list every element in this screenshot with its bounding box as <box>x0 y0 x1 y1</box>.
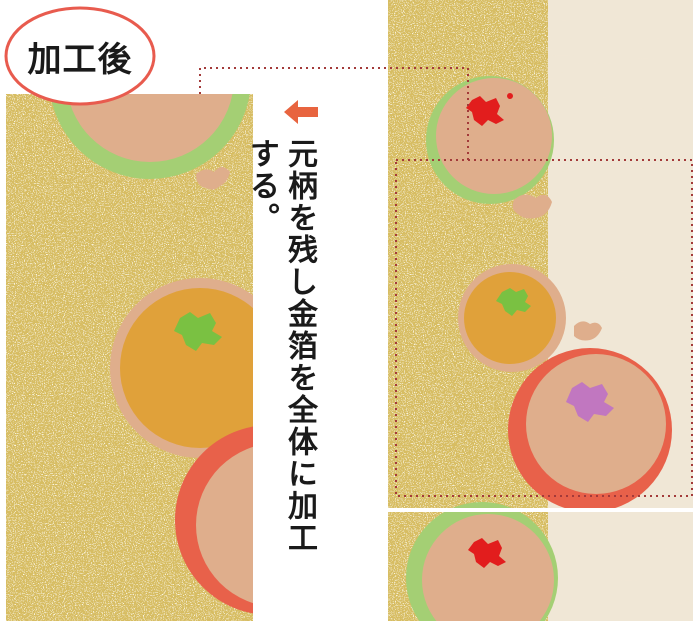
comparison-guides <box>199 67 693 497</box>
caption-line-2: する。 <box>244 138 279 234</box>
before-panel <box>388 0 693 621</box>
left-arrow-icon <box>284 100 318 124</box>
after-panel <box>6 94 253 621</box>
after-badge: 加工後 <box>4 6 156 106</box>
badge-ring <box>4 6 156 106</box>
after-label: 加工後 <box>27 39 133 80</box>
caption-line-1: 元柄を残し金箔を全体に加工 <box>282 138 317 554</box>
